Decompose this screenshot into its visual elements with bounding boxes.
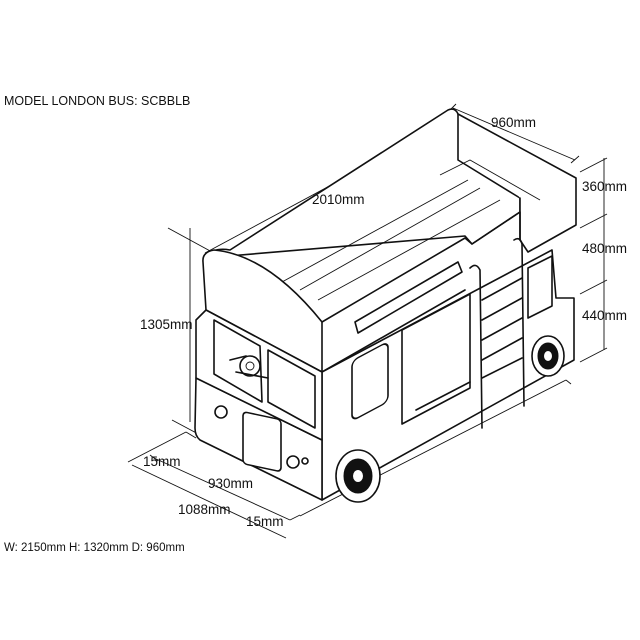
dim-middle-section: 480mm xyxy=(582,241,628,256)
dim-total-height: 1305mm xyxy=(140,317,193,332)
dim-outer-width: 1088mm xyxy=(178,502,231,517)
dim-depth-top: 960mm xyxy=(491,115,537,130)
steering-wheel xyxy=(239,355,261,377)
front-window-right xyxy=(267,349,316,429)
front-window-left xyxy=(213,319,263,403)
front-wheel xyxy=(335,449,381,503)
headlight-right xyxy=(286,455,300,469)
side-window xyxy=(351,343,389,420)
overall-dimensions: W: 2150mm H: 1320mm D: 960mm xyxy=(4,542,185,554)
model-label: MODEL LONDON BUS: SCBBLB xyxy=(4,94,191,108)
dim-lower-section: 440mm xyxy=(582,308,628,323)
dim-front-width: 930mm xyxy=(208,476,254,491)
dim-length-top: 2010mm xyxy=(312,192,365,207)
dim-upper-rail: 360mm xyxy=(582,179,628,194)
upper-side-slot xyxy=(354,261,463,334)
headlight-left xyxy=(214,405,228,419)
bus-body xyxy=(194,108,577,503)
rear-wheel xyxy=(531,335,565,377)
front-door xyxy=(242,411,282,472)
dim-side-offset: 15mm xyxy=(143,454,181,469)
ladder xyxy=(469,237,525,429)
dim-front-offset: 15mm xyxy=(246,514,284,529)
upper-front-dome xyxy=(202,249,323,373)
